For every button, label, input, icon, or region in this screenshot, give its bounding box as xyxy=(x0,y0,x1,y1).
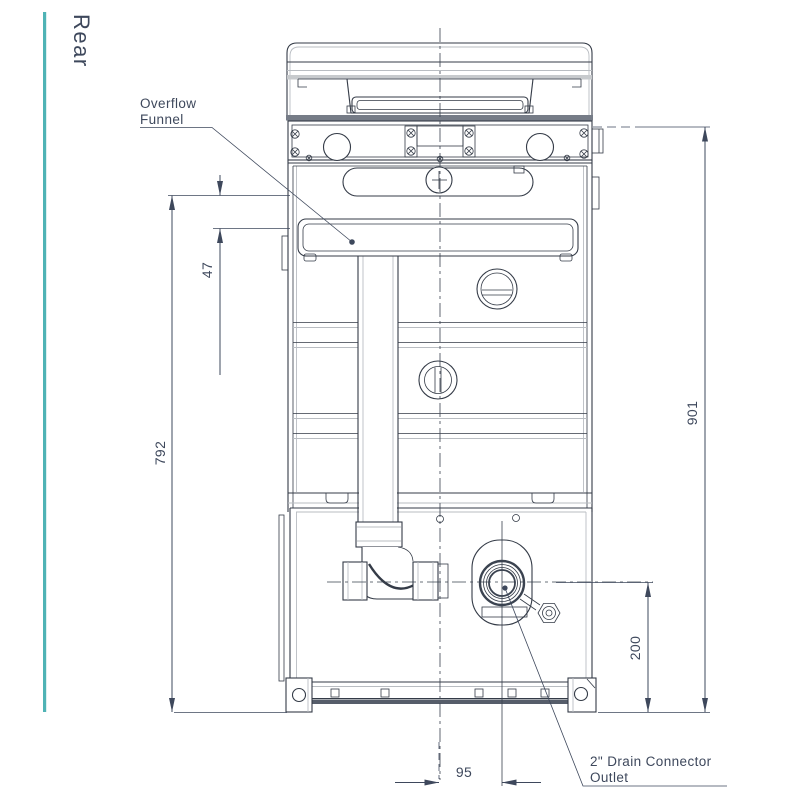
dimension-47: 47 xyxy=(168,175,290,375)
svg-text:95: 95 xyxy=(456,764,472,780)
svg-text:2" Drain Connector: 2" Drain Connector xyxy=(590,754,712,769)
body-ribs xyxy=(293,322,587,439)
dimension-901: 901 xyxy=(593,126,710,713)
hinge-tab xyxy=(591,128,604,154)
label-overflow-funnel: Overflow Funnel xyxy=(140,96,355,245)
svg-text:200: 200 xyxy=(627,636,643,661)
svg-text:Funnel: Funnel xyxy=(140,112,184,127)
dimension-200: 200 xyxy=(556,582,653,712)
svg-text:47: 47 xyxy=(199,262,215,278)
base-rail xyxy=(296,681,586,704)
svg-text:Overflow: Overflow xyxy=(140,96,196,111)
accent-rule xyxy=(43,12,47,712)
svg-text:901: 901 xyxy=(684,401,700,426)
foot-right xyxy=(567,677,597,713)
drain-valve-fitting xyxy=(418,360,458,400)
svg-text:792: 792 xyxy=(152,441,168,466)
label-drain-outlet: 2" Drain Connector Outlet xyxy=(502,585,727,787)
hex-nut xyxy=(537,603,561,623)
leader-dot xyxy=(349,239,355,245)
foot-left xyxy=(285,677,313,713)
overflow-pipe xyxy=(357,251,399,523)
left-lip xyxy=(281,235,289,271)
union-nut xyxy=(342,561,368,601)
elbow-fitting xyxy=(342,521,449,601)
right-lip xyxy=(591,176,600,210)
dimension-792: 792 xyxy=(152,195,287,713)
lid xyxy=(286,42,593,121)
overflow-funnel-trough xyxy=(297,218,579,262)
centerlines xyxy=(327,28,653,786)
rear-panel xyxy=(287,120,604,163)
screw-icons xyxy=(290,128,589,163)
view-label: Rear xyxy=(69,14,94,68)
tank-body xyxy=(281,160,600,512)
dimension-95: 95 xyxy=(395,742,541,786)
svg-text:Outlet: Outlet xyxy=(590,770,628,785)
outlet-flange xyxy=(412,561,439,601)
drain-connector xyxy=(471,539,561,626)
lower-cabinet xyxy=(278,507,597,713)
thermostat-fitting xyxy=(476,268,518,310)
vent-slot xyxy=(342,165,534,197)
cabinet-lip xyxy=(278,514,285,682)
